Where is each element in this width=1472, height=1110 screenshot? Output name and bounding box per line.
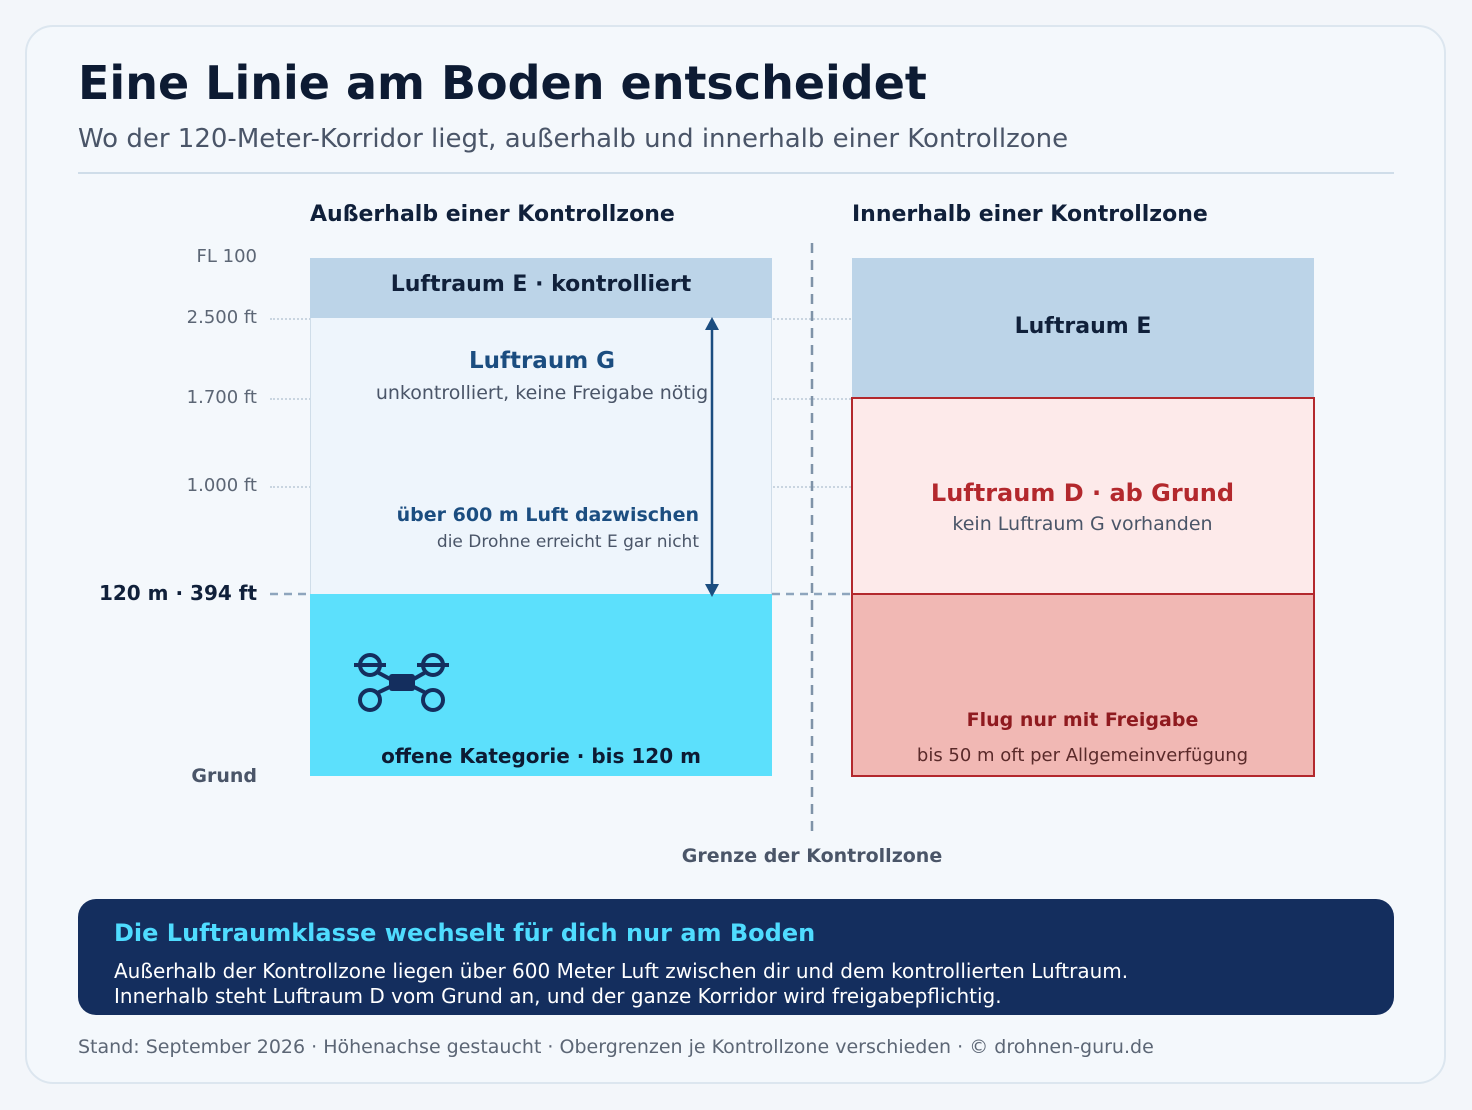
callout-title: Die Luftraumklasse wechselt für dich nur… — [114, 919, 816, 947]
gridline-1700ft — [270, 398, 1314, 400]
inside-airspace-d: Luftraum D · ab Grund kein Luftraum G vo… — [851, 397, 1315, 594]
tick-1700ft: 1.700 ft — [186, 387, 257, 408]
tick-ground: Grund — [191, 765, 257, 787]
tick-2500ft: 2.500 ft — [186, 307, 257, 328]
tick-1000ft: 1.000 ft — [186, 475, 257, 496]
gap-arrow-icon — [705, 317, 719, 597]
control-zone-boundary — [810, 243, 814, 831]
permit-title: Flug nur mit Freigabe — [966, 709, 1199, 731]
gridline-1000ft — [270, 486, 1314, 488]
tick-120m: 120 m · 394 ft — [98, 581, 257, 605]
inside-airspace-d-subtitle: kein Luftraum G vorhanden — [952, 513, 1213, 535]
outside-airspace-e: Luftraum E · kontrolliert — [310, 258, 772, 318]
column-heading-inside: Innerhalb einer Kontrollzone — [852, 202, 1208, 227]
gap-subtitle: die Drohne erreicht E gar nicht — [436, 532, 699, 552]
open-category-zone: offene Kategorie · bis 120 m — [310, 594, 772, 776]
boundary-label: Grenze der Kontrollzone — [681, 845, 943, 867]
gap-title: über 600 m Luft dazwischen — [396, 504, 699, 526]
outside-airspace-g-subtitle: unkontrolliert, keine Freigabe nötig — [375, 382, 709, 404]
permit-subtitle: bis 50 m oft per Allgemeinverfügung — [916, 745, 1249, 766]
outside-airspace-g: Luftraum G unkontrolliert, keine Freigab… — [310, 318, 772, 594]
inside-permit-zone: Flug nur mit Freigabe bis 50 m oft per A… — [851, 593, 1315, 777]
summary-callout: Die Luftraumklasse wechselt für dich nur… — [78, 899, 1394, 1015]
callout-line-2: Innerhalb steht Luftraum D vom Grund an,… — [114, 984, 1002, 1008]
gridline-2500ft — [270, 318, 1314, 320]
inside-airspace-d-title: Luftraum D · ab Grund — [930, 479, 1235, 507]
drone-icon — [354, 653, 449, 712]
header-divider — [78, 172, 1394, 174]
inside-airspace-e-label: Luftraum E — [1014, 314, 1152, 339]
tick-fl100: FL 100 — [196, 246, 257, 267]
line-120m-left — [270, 592, 856, 596]
outside-airspace-e-label: Luftraum E · kontrolliert — [390, 272, 692, 297]
outside-airspace-g-title: Luftraum G — [468, 348, 616, 374]
open-category-label: offene Kategorie · bis 120 m — [381, 744, 701, 768]
callout-line-1: Außerhalb der Kontrollzone liegen über 6… — [114, 959, 1129, 983]
inside-airspace-e: Luftraum E — [852, 258, 1314, 398]
footer-note: Stand: September 2026 · Höhenachse gesta… — [78, 1036, 1154, 1058]
page-subtitle: Wo der 120-Meter-Korridor liegt, außerha… — [78, 124, 1069, 154]
column-heading-outside: Außerhalb einer Kontrollzone — [310, 202, 675, 227]
page-title: Eine Linie am Boden entscheidet — [78, 56, 927, 110]
